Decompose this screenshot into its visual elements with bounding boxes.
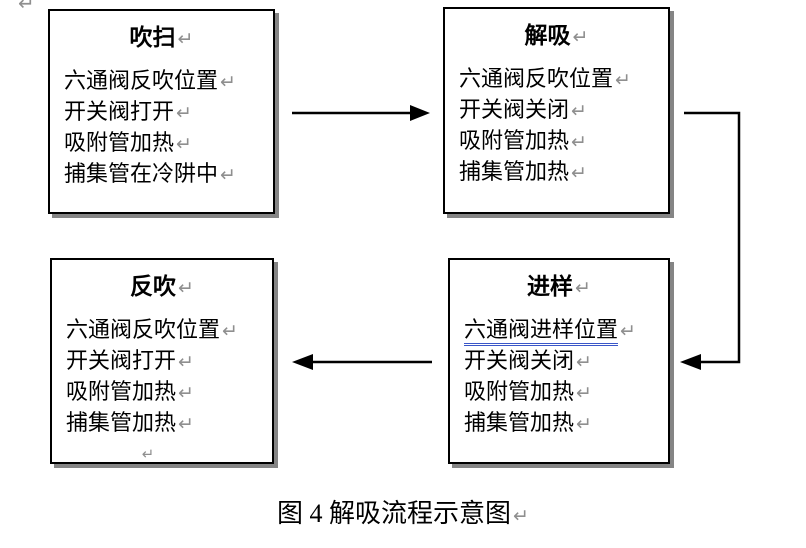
box-title: 解吸↵ [445,9,668,52]
box-line-text: 开关阀打开 [64,99,175,124]
box-line-text: 开关阀关闭 [459,97,570,122]
box-line: 六通阀进样位置↵ [450,315,668,346]
paragraph-mark-icon: ↵ [176,133,192,155]
box-title-text: 进样 [527,274,574,299]
paragraph-mark-icon: ↵ [620,320,636,342]
box-title: 反吹↵ [52,260,272,303]
box-line-text: 捕集管加热 [459,159,570,184]
box-line: 六通阀反吹位置↵ [52,315,272,346]
box-line: 吸附管加热↵ [52,377,272,408]
box-line-text-underlined: 六通阀进样位置 [464,317,619,346]
paragraph-mark-icon: ↵ [177,28,194,50]
paragraph-mark-icon: ↵ [571,131,587,153]
paragraph-mark-icon: ↵ [222,320,238,342]
box-line-text: 吸附管加热 [66,379,177,404]
box-title: 进样↵ [450,260,668,303]
box-line-text: 吸附管加热 [64,130,175,155]
paragraph-mark-icon: ↵ [572,26,589,48]
box-line-text: 吸附管加热 [459,128,570,153]
box-line: 开关阀关闭↵ [450,346,668,377]
paragraph-mark-icon: ↵ [571,100,587,122]
paragraph-mark-icon: ↵ [576,382,592,404]
box-line: 捕集管加热↵ [52,408,272,439]
box-line: 吸附管加热↵ [450,377,668,408]
paragraph-mark-icon: ↵ [575,277,591,299]
paragraph-mark-icon: ↵ [571,162,587,184]
paragraph-mark-icon: ↵ [576,351,592,373]
box-line-text: 开关阀打开 [66,348,177,373]
paragraph-mark-icon: ↵ [615,69,631,91]
box-line-text: 吸附管加热 [464,379,575,404]
paragraph-mark-icon: ↵ [220,71,236,93]
paragraph-mark-icon: ↵ [18,0,35,15]
paragraph-mark-icon: ↵ [176,102,192,124]
paragraph-mark-icon: ↵ [178,277,194,299]
paragraph-mark-icon: ↵ [513,505,529,527]
flow-box-desorb: 解吸↵ 六通阀反吹位置↵ 开关阀关闭↵ 吸附管加热↵ 捕集管加热↵ [443,7,670,214]
figure-caption-text: 图 4 解吸流程示意图 [277,499,512,528]
flow-box-purge: 吹扫↵ 六通阀反吹位置↵ 开关阀打开↵ 吸附管加热↵ 捕集管在冷阱中↵ [48,9,275,214]
box-line: 捕集管加热↵ [445,157,668,188]
box-line: 吸附管加热↵ [50,128,273,159]
paragraph-mark-icon: ↵ [178,382,194,404]
box-line: 开关阀打开↵ [50,97,273,128]
empty-line: ↵ [52,439,272,467]
box-title-text: 解吸 [524,23,571,48]
flow-box-inject: 进样↵ 六通阀进样位置↵ 开关阀关闭↵ 吸附管加热↵ 捕集管加热↵ [448,258,670,464]
box-line: 捕集管加热↵ [450,408,668,439]
arrow-purge-to-desorb-icon [292,105,430,121]
figure-caption: 图 4 解吸流程示意图↵ [0,497,806,533]
paragraph-mark-icon: ↵ [178,413,194,435]
box-line: 开关阀打开↵ [52,346,272,377]
box-title-text: 吹扫 [129,25,176,50]
paragraph-mark-icon: ↵ [576,413,592,435]
arrow-inject-to-backflush-icon [292,354,432,370]
box-title: 吹扫↵ [50,11,273,54]
box-line: 六通阀反吹位置↵ [50,66,273,97]
box-line-text: 捕集管在冷阱中 [64,161,219,186]
flow-box-backflush: 反吹↵ 六通阀反吹位置↵ 开关阀打开↵ 吸附管加热↵ 捕集管加热↵ ↵ [50,258,274,464]
box-line-text: 六通阀反吹位置 [64,68,219,93]
box-line-text: 开关阀关闭 [464,348,575,373]
box-line-text: 六通阀反吹位置 [66,317,221,342]
box-line: 吸附管加热↵ [445,126,668,157]
box-line-text: 捕集管加热 [66,410,177,435]
arrow-desorb-to-inject-icon [680,111,741,370]
box-line-text: 六通阀反吹位置 [459,66,614,91]
box-line: 六通阀反吹位置↵ [445,64,668,95]
paragraph-mark-icon: ↵ [220,164,236,186]
box-line: 捕集管在冷阱中↵ [50,159,273,190]
paragraph-mark-icon: ↵ [141,445,155,463]
box-title-text: 反吹 [130,274,177,299]
box-line: 开关阀关闭↵ [445,95,668,126]
paragraph-mark-icon: ↵ [178,351,194,373]
box-line-text: 捕集管加热 [464,410,575,435]
